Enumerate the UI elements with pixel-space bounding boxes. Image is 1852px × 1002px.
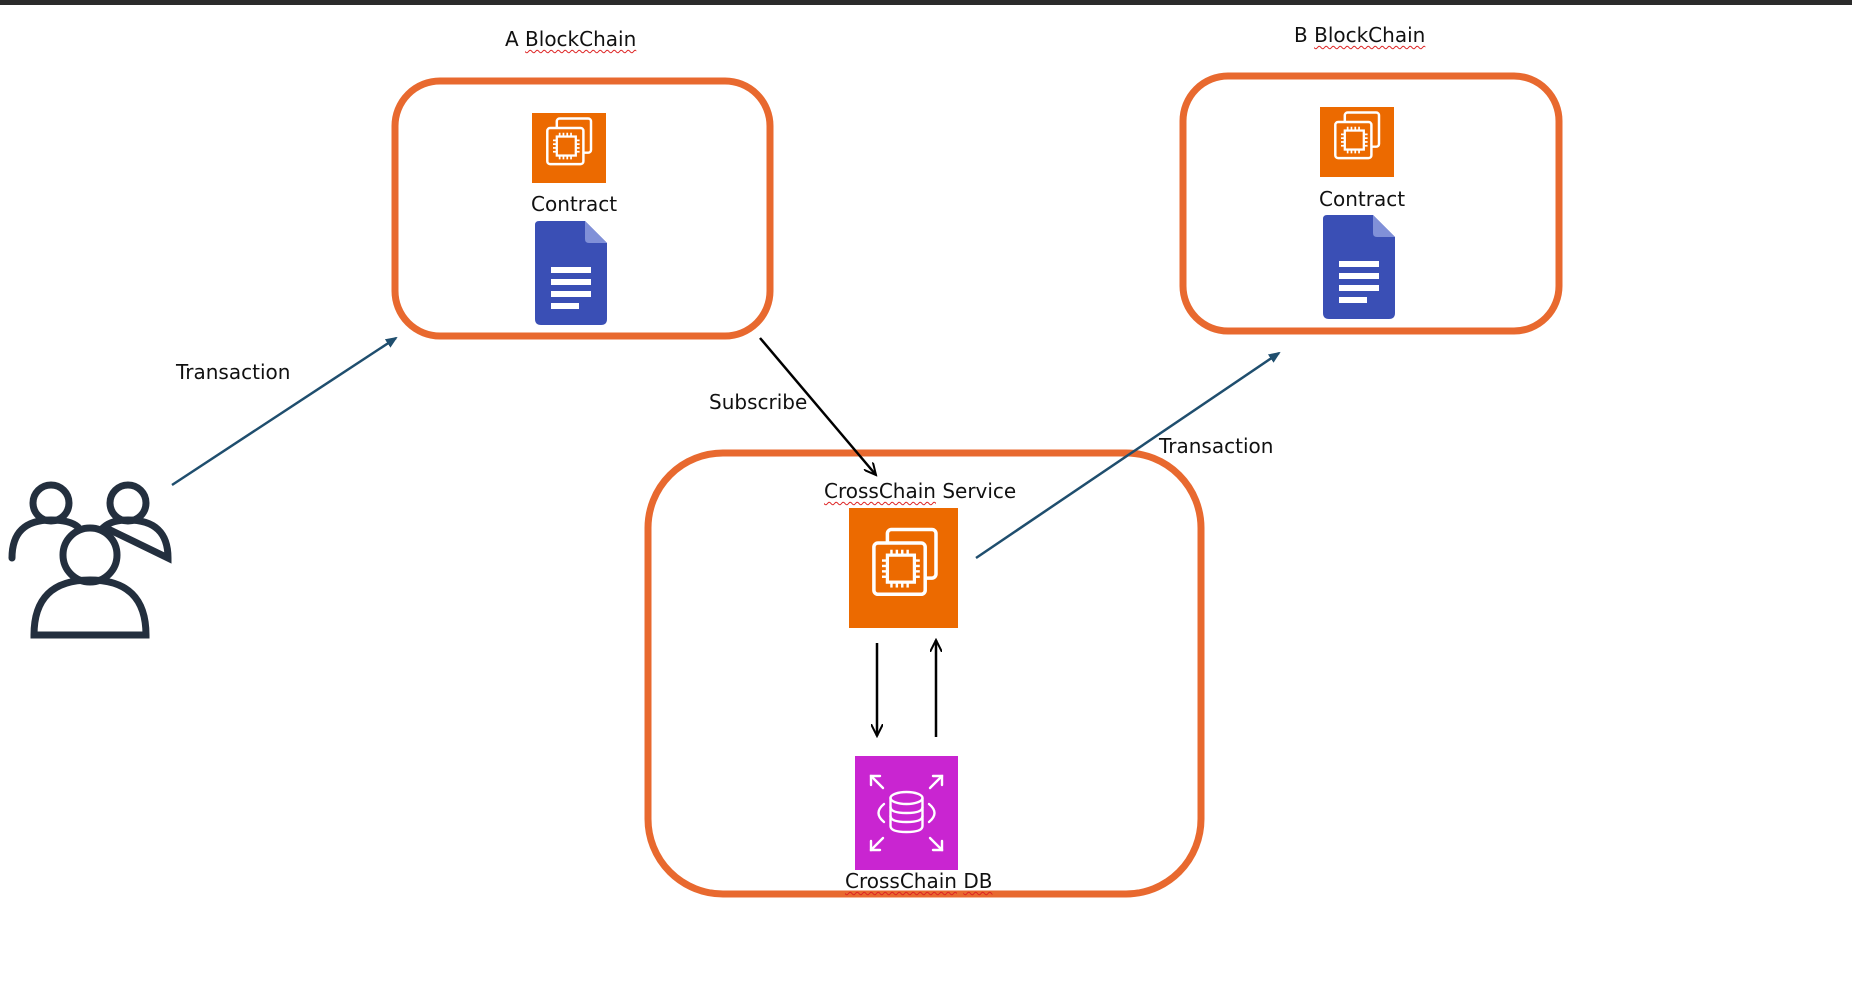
arrow-blockchain-a-to-service (759, 337, 876, 475)
blockchain-b-title-word: BlockChain (1314, 23, 1426, 47)
window-top-border (0, 0, 1852, 5)
blockchain-b-contract-label: Contract (1319, 187, 1406, 211)
blockchain-a-title: A BlockChain (505, 27, 636, 51)
edge-label-service-transaction: Transaction (1159, 434, 1274, 458)
blockchain-a-contract-label: Contract (531, 192, 618, 216)
contract-a-document-icon (535, 221, 607, 325)
users-group-icon (8, 481, 172, 639)
arrow-service-to-blockchain-b (975, 351, 1281, 560)
crosschain-container (644, 449, 1205, 898)
edge-label-user-transaction: Transaction (176, 360, 291, 384)
blockchain-b-title-prefix: B (1294, 23, 1308, 47)
crosschain-db-word: CrossChain (845, 869, 957, 893)
blockchain-a-title-prefix: A (505, 27, 519, 51)
blockchain-b-container (1179, 72, 1563, 335)
blockchain-a-title-word: BlockChain (525, 27, 637, 51)
crosschain-db-icon (855, 756, 958, 870)
blockchain-a-container (391, 77, 774, 340)
crosschain-db-label: CrossChain DB (845, 869, 992, 893)
contract-a-chip-icon (532, 113, 606, 183)
contract-b-chip-icon (1320, 107, 1394, 177)
crosschain-service-label: CrossChain Service (824, 479, 1016, 503)
crosschain-service-chip-icon (849, 508, 958, 628)
blockchain-b-title: B BlockChain (1294, 23, 1425, 47)
arrow-user-to-blockchain-a (171, 336, 398, 487)
contract-b-document-icon (1323, 215, 1395, 319)
crosschain-service-word: CrossChain (824, 479, 936, 503)
edge-label-subscribe: Subscribe (709, 390, 808, 414)
crosschain-service-suffix: Service (942, 479, 1017, 503)
crosschain-db-suffix: DB (963, 869, 993, 893)
